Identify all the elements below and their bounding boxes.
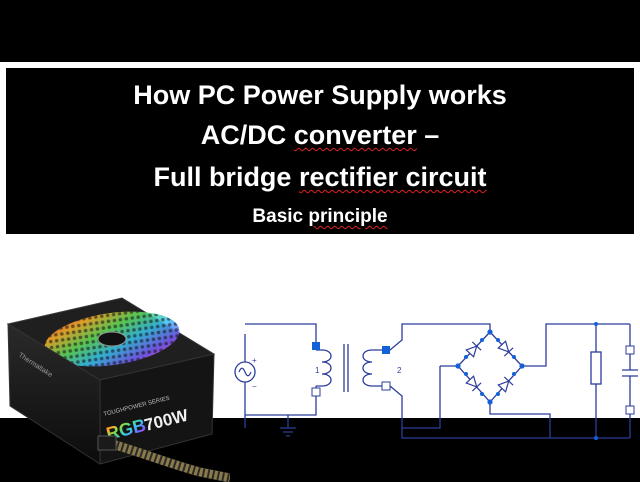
output-terminal-bottom — [625, 405, 635, 415]
source-plus-label: + — [252, 356, 257, 365]
bridge-diodes — [465, 340, 514, 393]
psu-cable-braid — [110, 439, 230, 482]
title-line-1: How PC Power Supply works — [6, 80, 634, 111]
rectifier-schematic: + − 1 2 — [234, 322, 638, 440]
subtitle: Basic principle — [6, 206, 634, 228]
title-line-1-text: How PC Power Supply works — [133, 80, 507, 110]
ground-icon — [280, 427, 296, 437]
primary-terminal-bottom — [311, 387, 321, 397]
slide: How PC Power Supply works AC/DC converte… — [0, 62, 640, 482]
title-line-2-prefix: AC/DC — [200, 120, 294, 150]
title-line-3-prefix: Full bridge — [153, 162, 299, 192]
diode-icon — [497, 376, 514, 393]
title-line-2-suffix: – — [416, 120, 440, 150]
winding-2-label: 2 — [397, 366, 402, 375]
title-line-3-word: rectifier circuit — [298, 162, 487, 192]
title-line-2: AC/DC converter – — [6, 120, 634, 151]
source-minus-label: − — [252, 382, 257, 391]
fan-hub-logo — [97, 331, 127, 347]
schematic-wires — [244, 323, 638, 439]
sine-icon — [238, 367, 252, 377]
secondary-terminal-bottom — [381, 381, 391, 391]
subtitle-prefix: Basic — [252, 206, 309, 227]
diode-icon — [497, 340, 514, 357]
title-line-2-word: converter — [293, 120, 417, 150]
resistor-icon — [590, 351, 602, 385]
diode-icon — [465, 375, 482, 392]
subtitle-word: principle — [308, 206, 388, 227]
title-box: How PC Power Supply works AC/DC converte… — [6, 68, 634, 234]
psu-image: Thermaltake TOUGHPOWER SERIES RGB 700W — [6, 297, 230, 482]
junction-nodes — [455, 322, 598, 440]
diode-icon — [465, 341, 482, 358]
winding-1-label: 1 — [315, 366, 320, 375]
psu-cable-sleeve — [97, 435, 117, 451]
secondary-terminal-top — [382, 346, 390, 354]
title-line-3: Full bridge rectifier circuit — [6, 162, 634, 193]
output-terminal-top — [625, 345, 635, 355]
primary-terminal-top — [312, 342, 320, 350]
